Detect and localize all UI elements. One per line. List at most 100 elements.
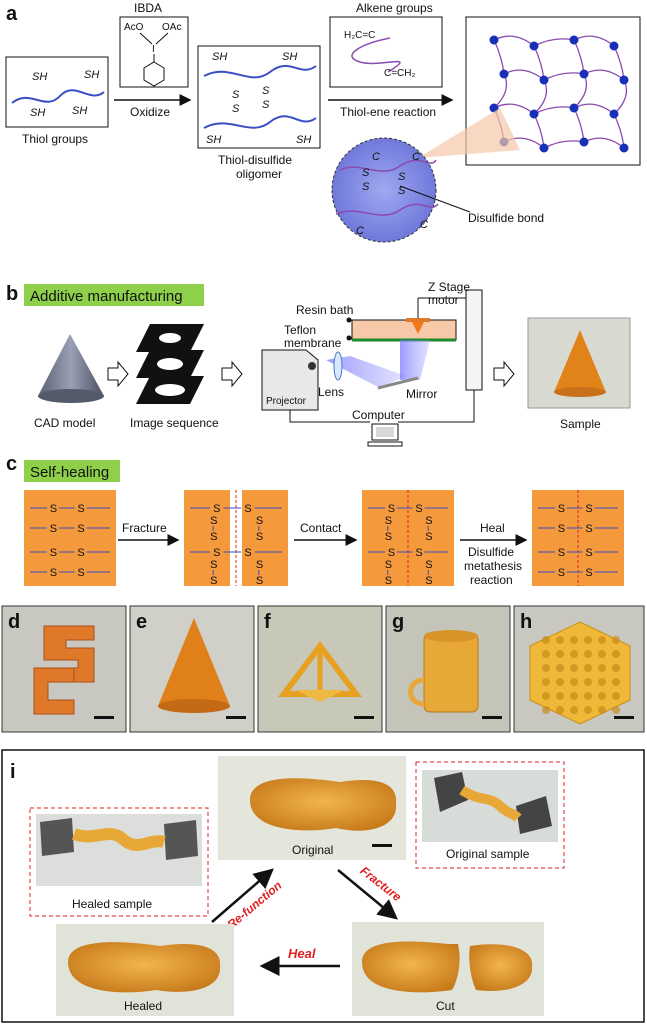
lattice-hole: [556, 650, 564, 658]
s-label: S: [558, 523, 565, 535]
lattice-hole: [584, 678, 592, 686]
lattice-holes: [542, 636, 620, 714]
photo-d-label: d: [8, 611, 20, 633]
c-label: C: [420, 219, 428, 231]
photo-h-label: h: [520, 611, 532, 633]
ch2-label: C=CH₂: [384, 68, 416, 79]
s-label: S: [232, 89, 240, 101]
benzene-ring: [143, 61, 165, 87]
self-healing-title-bg: [24, 460, 120, 482]
s-label: S: [213, 547, 220, 559]
computer-caption: Computer: [352, 408, 405, 422]
s-label: S: [558, 567, 565, 579]
original-caption: Original: [292, 843, 333, 857]
teflon-caption-1: Teflon: [284, 323, 316, 337]
s-label: S: [398, 171, 406, 183]
cut-caption: Cut: [436, 999, 455, 1013]
disulfide-pointer: [399, 185, 471, 213]
lattice-hole: [598, 692, 606, 700]
s-label: S: [256, 531, 263, 543]
projector: [261, 349, 319, 411]
lattice-hole: [598, 650, 606, 658]
lattice-hole: [584, 636, 592, 644]
disulfide-bond-label: Disulfide bond: [468, 211, 544, 225]
resin-bath: [351, 319, 457, 341]
s-label: S: [50, 567, 57, 579]
sh-label: SH: [296, 134, 311, 146]
scale-bar: [226, 716, 246, 719]
s-label: S: [232, 103, 240, 115]
lattice-hole: [556, 692, 564, 700]
cup: [423, 633, 479, 713]
panel-b-label: b: [6, 283, 18, 305]
s-label: S: [388, 547, 395, 559]
s-label: S: [558, 547, 565, 559]
crosslink-node: [579, 137, 589, 147]
s-label: S: [50, 523, 57, 535]
lattice-hole: [612, 636, 620, 644]
crosslink-node: [539, 75, 549, 85]
image-sequence: [136, 324, 204, 404]
s-label: S: [425, 515, 432, 527]
lattice-hole: [612, 706, 620, 714]
s-label: S: [210, 531, 217, 543]
photo-g-label: g: [392, 611, 404, 633]
scale-bar: [482, 716, 502, 719]
s-label: S: [50, 503, 57, 515]
s-label: S: [244, 547, 251, 559]
scale-bar: [614, 716, 634, 719]
oligomer-box: [197, 45, 321, 149]
lattice-hole: [542, 678, 550, 686]
photo-f-label: f: [264, 611, 271, 633]
s-label: S: [256, 575, 263, 587]
thiol-groups-box: [5, 56, 109, 128]
fracture-label: Fracture: [122, 521, 167, 535]
mirror: [377, 376, 419, 390]
ibda-label: IBDA: [134, 1, 162, 15]
heal-label-i: Heal: [288, 946, 316, 961]
cad-model-caption: CAD model: [34, 416, 95, 430]
self-healing-title: Self-healing: [30, 464, 109, 481]
lattice-hole: [556, 636, 564, 644]
healed-caption: Healed: [124, 999, 162, 1013]
cad-cone: [38, 334, 104, 396]
s-label: S: [213, 503, 220, 515]
s-label: S: [585, 503, 592, 515]
crosslink-node: [499, 69, 509, 79]
panel-a: a SH SH SH SH Thiol groups IBDA AcO OAc …: [5, 1, 641, 243]
crosslink-node: [569, 103, 579, 113]
crosslink-node: [569, 35, 579, 45]
c-label: C: [356, 225, 364, 237]
image-sequence-caption: Image sequence: [130, 416, 219, 430]
refunction-arrow: [211, 868, 274, 923]
disulfide-caption-1: Disulfide: [468, 545, 514, 559]
projector-caption: Projector: [266, 396, 307, 407]
alkene-box: [329, 16, 443, 88]
disulfide-zoom-bubble: [331, 137, 437, 243]
lattice-hole: [570, 664, 578, 672]
photo-row: d e f g h: [1, 605, 645, 733]
s-label: S: [77, 567, 84, 579]
lattice-hole: [584, 664, 592, 672]
lattice-hole: [570, 636, 578, 644]
s-label: S: [77, 523, 84, 535]
h2c-label: H₂C=C: [344, 30, 375, 41]
lattice-hole: [584, 706, 592, 714]
healed-sample-caption: Healed sample: [72, 897, 152, 911]
sh-label: SH: [84, 69, 99, 81]
c-label: C: [372, 151, 380, 163]
crosslink-node: [539, 143, 549, 153]
z-stage: [465, 289, 483, 391]
lattice-hole: [570, 678, 578, 686]
s-label: S: [415, 547, 422, 559]
heal-label: Heal: [480, 521, 505, 535]
aco-label: AcO: [124, 22, 144, 33]
block-half: [184, 490, 230, 586]
additive-title-bg: [24, 284, 204, 306]
s-label: S: [256, 559, 263, 571]
s-label: S: [77, 547, 84, 559]
alkene-label: Alkene groups: [356, 1, 433, 15]
sh-label: SH: [206, 134, 221, 146]
s-label: S: [385, 515, 392, 527]
